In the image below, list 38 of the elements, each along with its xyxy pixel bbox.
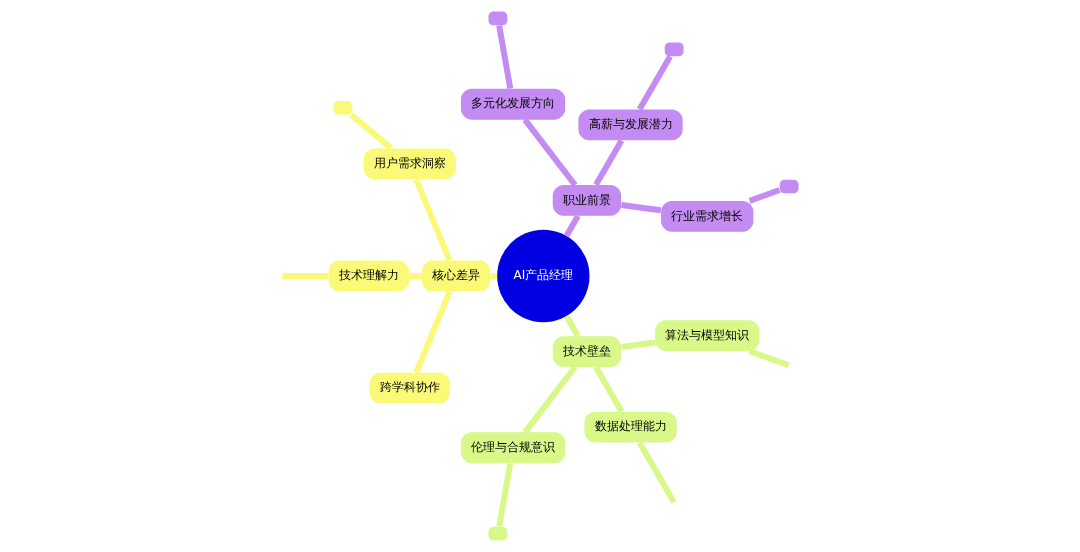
connector bbox=[496, 463, 514, 528]
node-box: 行业需求增长 bbox=[661, 200, 754, 232]
connector bbox=[593, 365, 625, 413]
connector bbox=[593, 139, 625, 187]
connector bbox=[621, 202, 662, 214]
node-box bbox=[664, 42, 684, 57]
node-box: 跨学科协作 bbox=[369, 372, 450, 404]
connector bbox=[496, 24, 514, 89]
node-box: 技术理解力 bbox=[328, 260, 410, 292]
node-box: 核心差异 bbox=[421, 260, 491, 292]
connector bbox=[748, 187, 781, 204]
connector bbox=[563, 314, 581, 338]
connector bbox=[522, 117, 578, 187]
connector bbox=[490, 273, 497, 279]
node-box: 数据处理能力 bbox=[584, 411, 677, 443]
node-box bbox=[488, 11, 508, 26]
connector bbox=[522, 365, 578, 435]
node-box: 高薪与发展潜力 bbox=[578, 109, 683, 141]
node-box: 职业前景 bbox=[552, 185, 622, 216]
node-box bbox=[488, 526, 508, 541]
node-box: 伦理与合规意识 bbox=[460, 432, 566, 464]
connector bbox=[409, 273, 422, 279]
node-box: 技术壁垒 bbox=[552, 336, 622, 367]
connector bbox=[621, 339, 656, 350]
connector bbox=[413, 290, 453, 374]
node-box bbox=[779, 179, 799, 194]
connector bbox=[637, 441, 677, 504]
node-box: 算法与模型知识 bbox=[655, 320, 760, 352]
connector bbox=[282, 273, 329, 279]
connector bbox=[637, 54, 673, 111]
node-box: 多元化发展方向 bbox=[460, 88, 566, 120]
node-circle: AI产品经理 bbox=[497, 229, 590, 323]
connector bbox=[563, 214, 581, 238]
connector bbox=[748, 348, 790, 369]
connector bbox=[349, 112, 394, 151]
node-box: 用户需求洞察 bbox=[363, 148, 456, 180]
node-box bbox=[333, 101, 353, 115]
connector bbox=[413, 178, 453, 262]
